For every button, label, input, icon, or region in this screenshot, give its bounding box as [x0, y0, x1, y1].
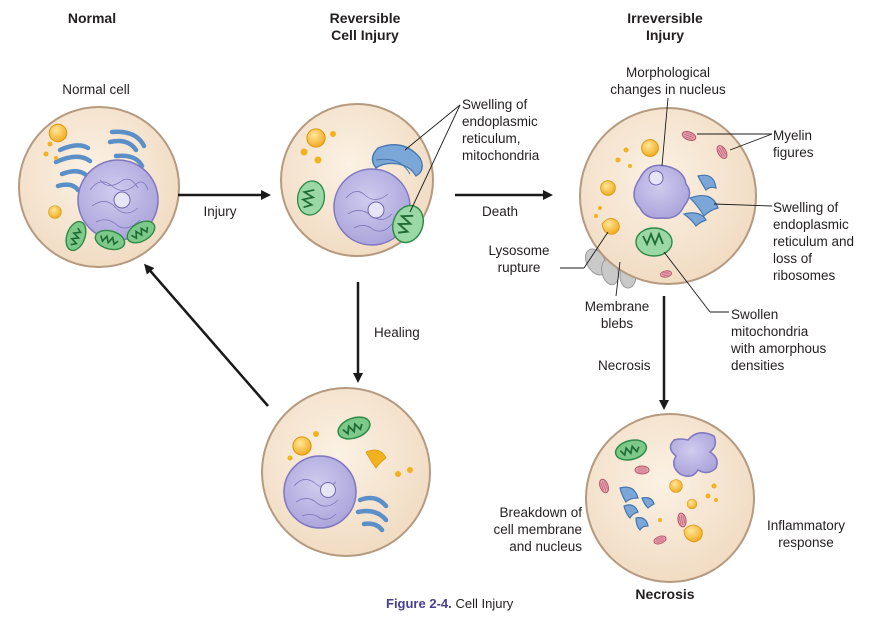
label-membrane-blebs: Membrane blebs [584, 299, 650, 331]
label-morphological-changes: Morphological changes in nucleus [610, 65, 726, 97]
recovered-cell [261, 387, 431, 557]
label-swelling-er-ribosomes: Swelling of endoplasmic reticulum and lo… [773, 200, 855, 283]
label-healing: Healing [374, 325, 420, 340]
label-injury: Injury [203, 204, 237, 219]
label-swollen-mitochondria: Swollen mitochondria with amorphous dens… [731, 307, 827, 373]
figure-caption: Figure 2-4. Cell Injury [386, 595, 513, 612]
label-swelling-er-mito: Swelling of endoplasmic reticulum, mitoc… [462, 97, 540, 163]
label-inflammatory-response: Inflammatory response [766, 518, 846, 550]
label-death: Death [481, 204, 519, 219]
normal-cell [18, 106, 180, 268]
process-arrows [144, 190, 669, 410]
label-breakdown: Breakdown of cell membrane and nucleus [493, 505, 582, 554]
figure-number: Figure 2-4. [386, 596, 452, 611]
header-irreversible: Irreversible Injury [627, 10, 703, 43]
leader-lines [404, 97, 773, 313]
irreversible-injury-cell [579, 107, 757, 289]
figure-title: Cell Injury [455, 596, 514, 611]
label-normal-cell: Normal cell [62, 82, 130, 97]
label-myelin-figures: Myelin figures [773, 128, 814, 160]
header-normal: Normal [67, 10, 117, 26]
header-reversible: Reversible Cell Injury [329, 10, 401, 43]
header-necrosis: Necrosis [635, 586, 695, 602]
label-lysosome-rupture: Lysosome rupture [488, 243, 550, 275]
return-arrow [144, 263, 269, 407]
label-necrosis-arrow: Necrosis [598, 358, 651, 373]
reversible-injury-cell [280, 103, 434, 257]
necrotic-cell [585, 413, 755, 583]
